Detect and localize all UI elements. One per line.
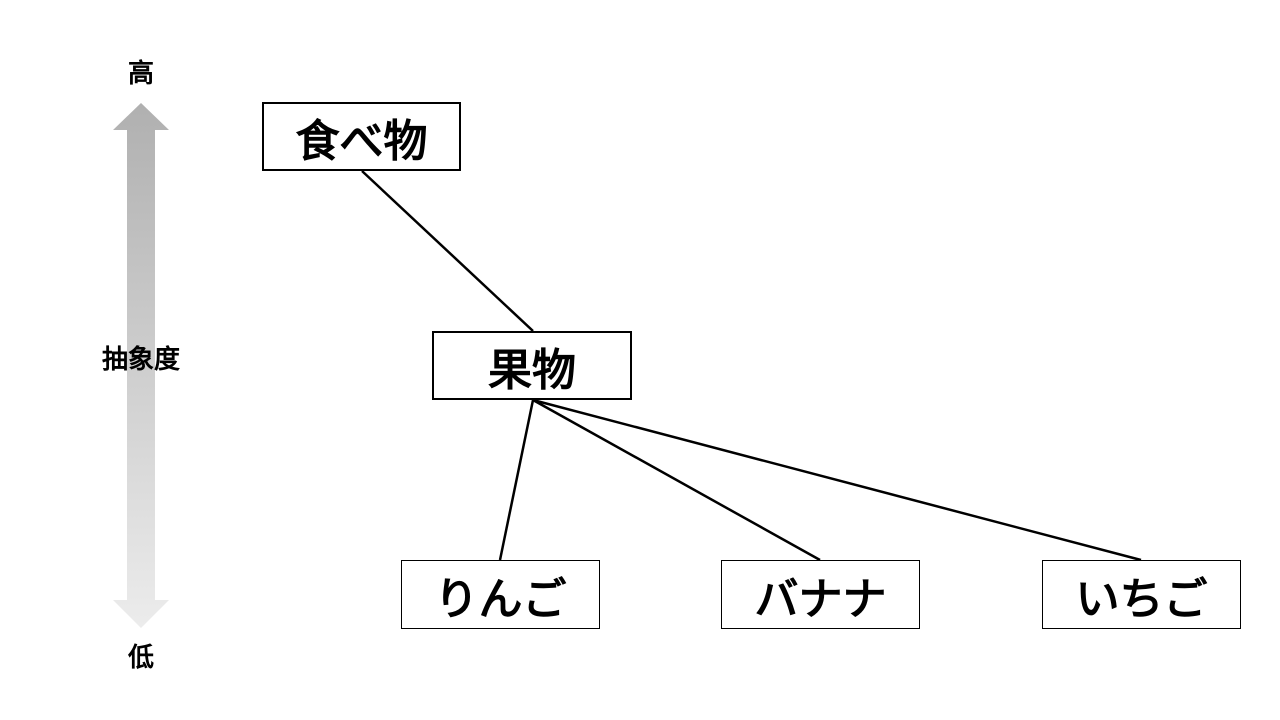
axis-high-label: 高 [127, 59, 154, 89]
edge-fruit-banana [532, 398, 821, 562]
edge-fruit-apple [498, 399, 535, 561]
axis-title: 抽象度 [101, 345, 180, 375]
node-fruit: 果物 [432, 331, 632, 400]
abstraction-arrow-shape [113, 103, 169, 628]
node-apple: りんご [401, 560, 600, 629]
node-banana: バナナ [721, 560, 920, 629]
edge-fruit-strawberry [532, 398, 1142, 562]
node-food: 食べ物 [262, 102, 461, 171]
edge-food-fruit [361, 170, 534, 332]
axis-low-label: 低 [127, 643, 154, 673]
node-strawberry: いちご [1042, 560, 1241, 629]
